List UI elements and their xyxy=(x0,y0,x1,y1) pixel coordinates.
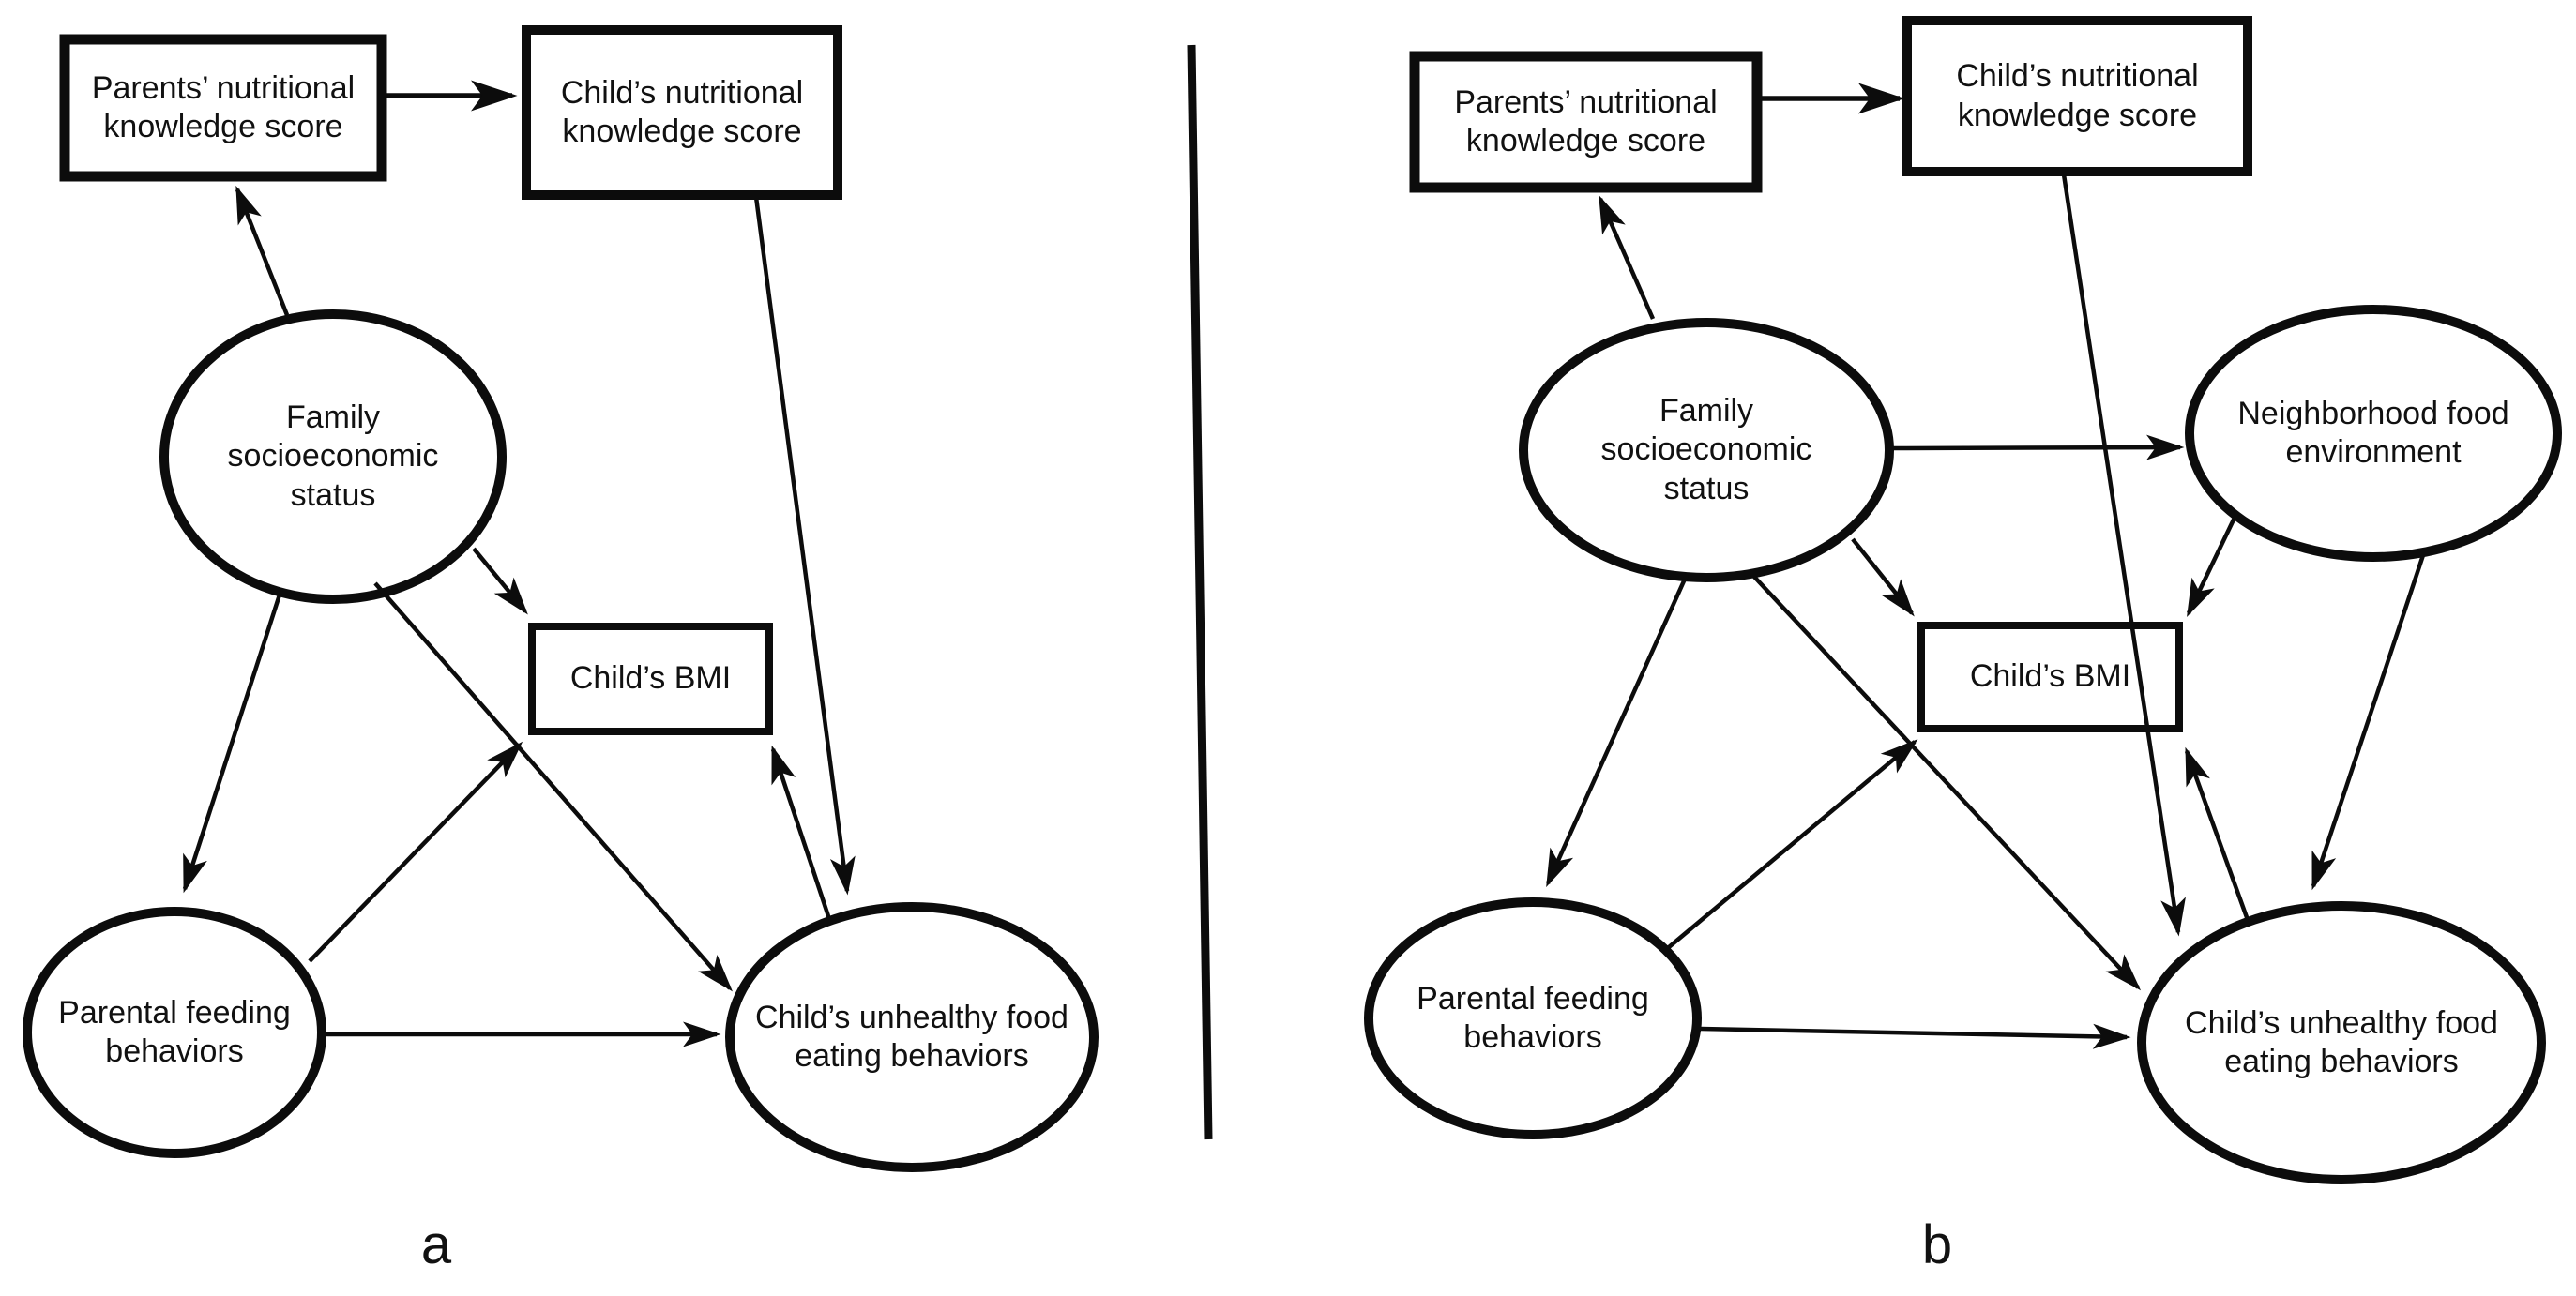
node-child-knowledge-b-shape xyxy=(1902,16,2252,176)
edge-parental-feeding-to-childs-bmi-b xyxy=(1667,739,1918,949)
node-parental-feeding-a-label: Parental feeding behaviors xyxy=(58,994,291,1069)
node-childs-bmi-a-shape xyxy=(528,623,773,735)
edge-family-ses-to-childs-bmi-b xyxy=(1851,537,1915,617)
edge-family-ses-to-parental-feeding-a xyxy=(182,588,284,894)
node-child-knowledge-b-label: Child’s nutritional knowledge score xyxy=(1956,58,2199,133)
panel-b-label: b xyxy=(1921,1214,1953,1275)
edge-family-ses-to-neighborhood-b xyxy=(1890,434,2185,460)
node-neighborhood-b-label: Neighborhood food environment xyxy=(2237,395,2509,470)
node-parental-feeding-b-shape xyxy=(1364,897,1702,1139)
edge-child-knowledge-to-child-unhealthy-a xyxy=(753,196,856,896)
node-childs-bmi-b-label: Child’s BMI xyxy=(1969,658,2131,695)
node-parents-knowledge-a-label: Parents’ nutritional knowledge score xyxy=(91,69,356,144)
edge-family-ses-to-parents-knowledge-a xyxy=(235,185,290,316)
node-childs-bmi-a-label: Child’s BMI xyxy=(569,660,732,697)
edge-neighborhood-to-childs-bmi-b xyxy=(2186,517,2237,618)
panel-divider-line xyxy=(1187,44,1213,1140)
node-parental-feeding-b-label: Parental feeding behaviors xyxy=(1417,980,1649,1055)
node-child-knowledge-a-shape xyxy=(522,25,842,200)
node-family-ses-b-label: Family socioeconomic status xyxy=(1600,392,1812,506)
edge-child-unhealthy-to-childs-bmi-a xyxy=(770,745,832,920)
edge-family-ses-to-parents-knowledge-b xyxy=(1598,194,1656,320)
node-family-ses-b-shape xyxy=(1519,318,1894,582)
edge-family-ses-to-child-unhealthy-b xyxy=(1752,575,2142,991)
node-family-ses-a-label: Family socioeconomic status xyxy=(227,399,439,513)
node-parents-knowledge-b-shape xyxy=(1409,51,1763,193)
edge-parental-feeding-to-childs-bmi-a xyxy=(308,741,523,963)
panel-a-label: a xyxy=(420,1214,452,1275)
node-child-unhealthy-b-label: Child’s unhealthy food eating behaviors xyxy=(2185,1004,2498,1079)
node-parents-knowledge-b-label: Parents’ nutritional knowledge score xyxy=(1454,83,1718,158)
node-parents-knowledge-a-shape xyxy=(59,34,387,182)
edge-child-knowledge-to-child-unhealthy-b xyxy=(2061,173,2186,937)
edge-family-ses-to-child-unhealthy-a xyxy=(373,581,733,992)
node-child-unhealthy-a-label: Child’s unhealthy food eating behaviors xyxy=(755,999,1068,1074)
edge-family-ses-to-parental-feeding-b xyxy=(1545,574,1690,888)
node-family-ses-a-shape xyxy=(159,309,507,604)
node-child-knowledge-a-label: Child’s nutritional knowledge score xyxy=(560,74,804,149)
node-parental-feeding-a-shape xyxy=(23,907,326,1158)
edge-parental-feeding-to-child-unhealthy-b xyxy=(1700,1023,2131,1049)
edge-child-unhealthy-to-childs-bmi-b xyxy=(2184,746,2250,921)
edge-family-ses-to-childs-bmi-a xyxy=(472,547,528,615)
node-neighborhood-b-shape xyxy=(2185,305,2562,562)
edge-neighborhood-to-child-unhealthy-b xyxy=(2311,554,2426,891)
node-child-unhealthy-a-shape xyxy=(725,902,1099,1172)
node-child-unhealthy-b-shape xyxy=(2137,901,2546,1184)
